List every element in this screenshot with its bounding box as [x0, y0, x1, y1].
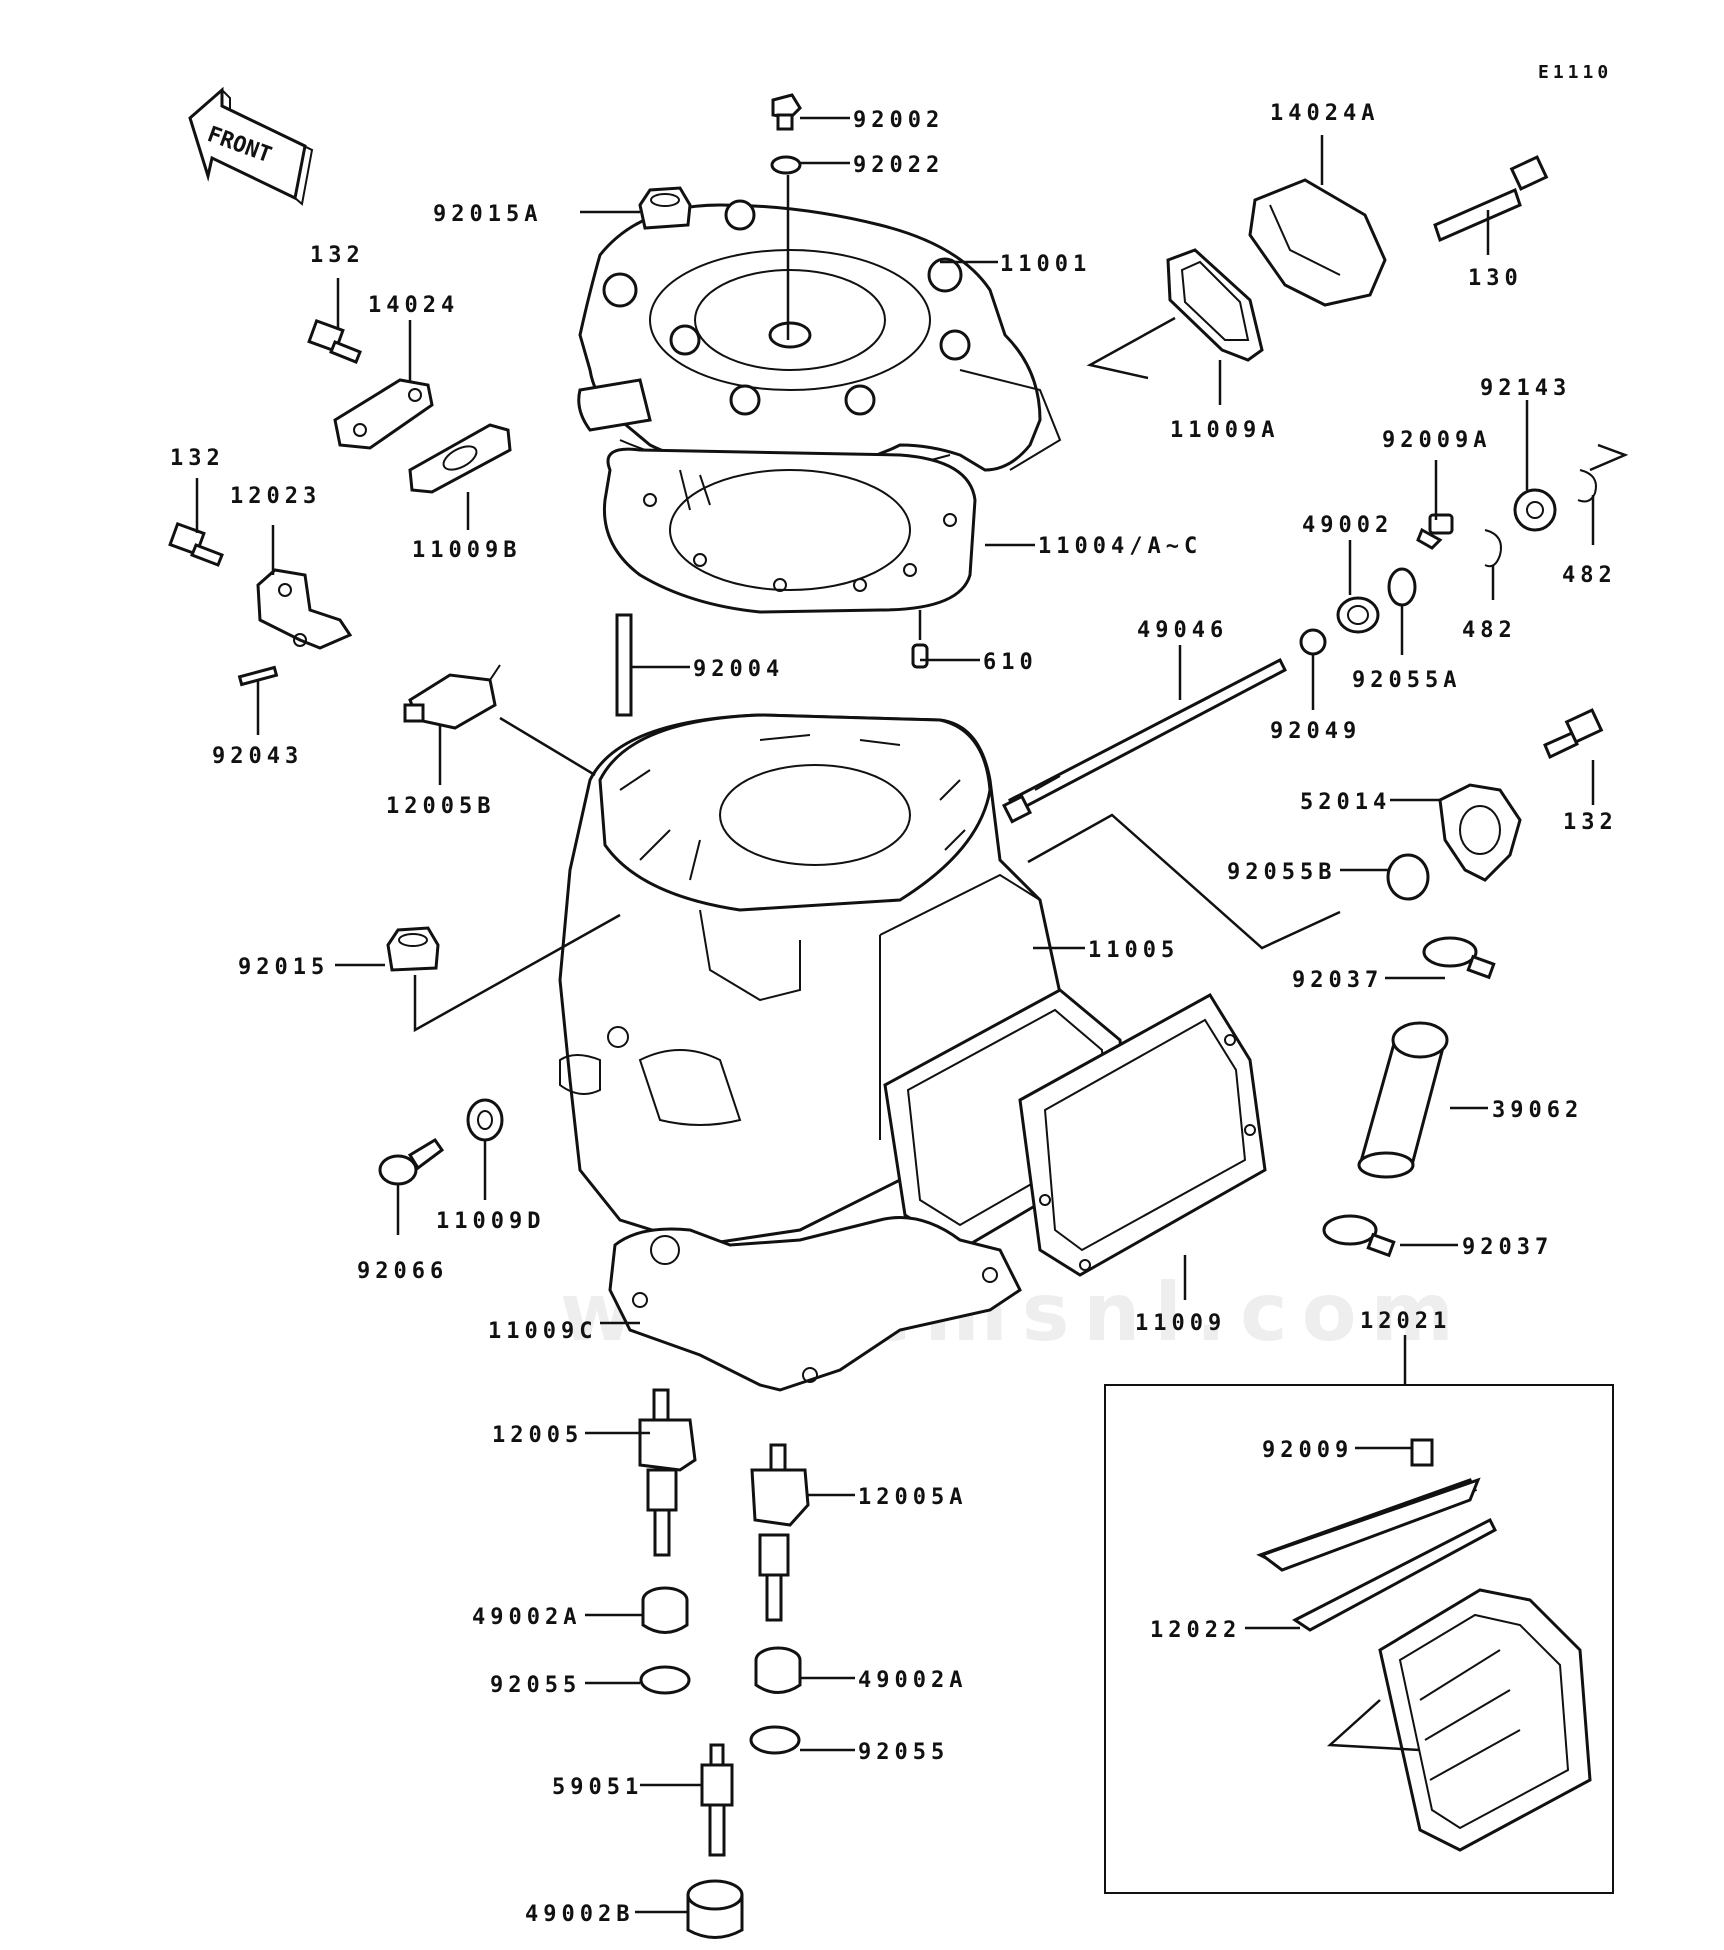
label-132-lower: 132 — [170, 446, 225, 471]
label-92037-lower: 92037 — [1462, 1235, 1553, 1260]
grommet-92143-icon — [1513, 488, 1557, 532]
cylinder-head-icon — [577, 199, 1062, 477]
label-49002A-left: 49002A — [472, 1605, 581, 1630]
stud-92004-icon — [615, 613, 633, 717]
oring-92055-left-icon — [639, 1665, 691, 1695]
label-482-right: 482 — [1562, 563, 1617, 588]
label-49002: 49002 — [1302, 513, 1393, 538]
cap-49002B-icon — [686, 1879, 744, 1939]
clamp-92037-upper-icon — [1422, 936, 1496, 980]
label-92055-left: 92055 — [490, 1673, 581, 1698]
label-482-left: 482 — [1462, 618, 1517, 643]
label-92066: 92066 — [357, 1259, 448, 1284]
gasket-11009A-icon — [1166, 248, 1264, 362]
label-130: 130 — [1468, 266, 1523, 291]
bolt-132-upper-icon — [307, 318, 362, 364]
head-gasket-icon — [602, 447, 977, 614]
label-92009: 92009 — [1262, 1438, 1353, 1463]
label-92004: 92004 — [693, 657, 784, 682]
label-14024A: 14024A — [1270, 101, 1379, 126]
bushing-49002A-right-icon — [754, 1646, 802, 1694]
label-92002: 92002 — [853, 108, 944, 133]
clip-482-left-icon — [1484, 529, 1502, 568]
label-39062: 39062 — [1492, 1098, 1583, 1123]
bushing-49002A-left-icon — [641, 1586, 689, 1634]
nut-92015A-icon — [638, 186, 692, 230]
pin-92043-icon — [237, 665, 279, 687]
housing-52014-icon — [1438, 783, 1522, 882]
label-11001: 11001 — [1000, 252, 1091, 277]
label-12005: 12005 — [492, 1423, 583, 1448]
oring-92055B-icon — [1386, 853, 1430, 901]
oring-92055-right-icon — [749, 1725, 801, 1755]
label-12023: 12023 — [230, 484, 321, 509]
label-132-right: 132 — [1563, 810, 1618, 835]
label-11009A: 11009A — [1170, 418, 1279, 443]
label-12022: 12022 — [1150, 1618, 1241, 1643]
bracket-12023-icon — [256, 568, 353, 650]
cover-14024A-icon — [1248, 178, 1387, 307]
label-92055B: 92055B — [1227, 860, 1336, 885]
washer-92022-icon — [770, 155, 802, 175]
label-92143: 92143 — [1480, 376, 1571, 401]
label-92049: 92049 — [1270, 719, 1361, 744]
bolt-132-right-icon — [1543, 708, 1604, 760]
label-92022: 92022 — [853, 153, 944, 178]
label-92037-upper: 92037 — [1292, 968, 1383, 993]
label-12021: 12021 — [1360, 1309, 1451, 1334]
oring-92055A-icon — [1387, 567, 1417, 607]
gear-59051-icon — [700, 1743, 734, 1857]
clip-482-right-icon — [1577, 469, 1597, 503]
bolt-130-icon — [1433, 155, 1549, 243]
base-gasket-icon — [608, 1216, 1022, 1392]
label-59051: 59051 — [552, 1775, 643, 1800]
clamp-92037-lower-icon — [1322, 1214, 1396, 1258]
label-11004: 11004/A~C — [1038, 534, 1202, 559]
front-arrow-icon: FRONT — [188, 86, 314, 206]
label-92009A: 92009A — [1382, 428, 1491, 453]
label-52014: 52014 — [1300, 790, 1391, 815]
label-12005A: 12005A — [858, 1485, 967, 1510]
label-92015A: 92015A — [433, 202, 542, 227]
label-49046: 49046 — [1137, 618, 1228, 643]
reed-valve-icon — [1256, 1438, 1592, 1852]
washer-11009D-icon — [466, 1098, 504, 1142]
bolt-92066-icon — [378, 1137, 445, 1186]
leader-lines — [195, 116, 1629, 1914]
label-92055-right: 92055 — [858, 1740, 949, 1765]
dowel-610-icon — [911, 643, 929, 669]
seal-92049-icon — [1299, 628, 1327, 656]
hose-39062-icon — [1357, 1021, 1449, 1179]
label-14024: 14024 — [368, 293, 459, 318]
label-11009C: 11009C — [488, 1319, 597, 1344]
diagram-code: E1110 — [1538, 62, 1612, 83]
label-132-upper: 132 — [310, 243, 365, 268]
label-92015: 92015 — [238, 955, 329, 980]
switch-12005B-icon — [403, 664, 501, 730]
label-11009B: 11009B — [412, 538, 521, 563]
rod-49046-icon — [1001, 657, 1287, 824]
reed-gasket-lower-icon — [1018, 992, 1267, 1277]
nut-92015-icon — [386, 926, 440, 972]
bushing-49002-icon — [1336, 596, 1380, 634]
label-49002A-right: 49002A — [858, 1668, 967, 1693]
label-92043: 92043 — [212, 744, 303, 769]
label-12005B: 12005B — [386, 794, 495, 819]
plate-14024-icon — [333, 378, 434, 450]
reed-valve-assembly-box — [1104, 1384, 1614, 1894]
valve-12005-icon — [638, 1388, 697, 1557]
label-610: 610 — [983, 650, 1038, 675]
valve-12005A-icon — [750, 1443, 810, 1622]
label-11009: 11009 — [1135, 1311, 1226, 1336]
gasket-11009B-icon — [408, 423, 512, 494]
label-49002B: 49002B — [525, 1902, 634, 1927]
label-11009D: 11009D — [436, 1209, 545, 1234]
label-11005: 11005 — [1088, 938, 1179, 963]
label-92055A: 92055A — [1352, 668, 1461, 693]
bolt-92002-icon — [771, 93, 802, 131]
bolt-132-lower-icon — [168, 521, 224, 567]
